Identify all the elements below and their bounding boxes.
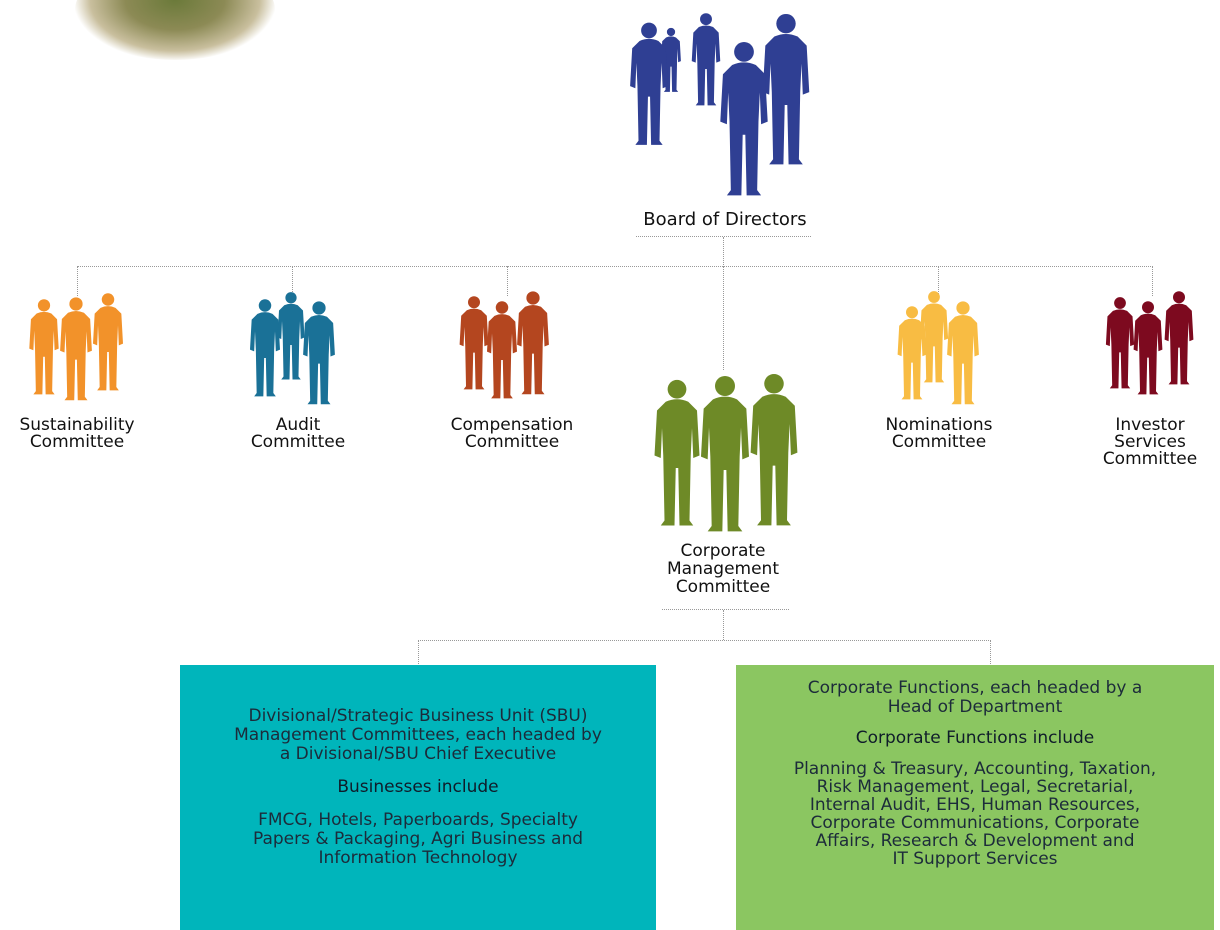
sbu-intro: Divisional/Strategic Business Unit (SBU)… — [234, 706, 602, 764]
investor-people-icon — [1105, 291, 1194, 395]
compensation-people-icon — [459, 291, 549, 399]
cmc-stem — [723, 610, 724, 640]
board-label: Board of Directors — [643, 209, 807, 230]
sustainability-people-icon — [29, 293, 123, 401]
board-stem — [723, 237, 724, 267]
drop-audit — [292, 266, 293, 296]
nominations-people-icon — [897, 291, 979, 405]
audit-people-icon — [250, 292, 335, 405]
drop-nominations — [938, 266, 939, 296]
drop-sustainability — [77, 266, 78, 296]
drop-investor — [1152, 266, 1153, 296]
functions-box: Corporate Functions, each headed by a He… — [736, 665, 1214, 930]
cmc-underline — [662, 609, 789, 610]
nominations-committee-label: Nominations Committee — [885, 415, 993, 452]
cmc-people-icon — [654, 373, 798, 532]
committee-bus-line — [77, 266, 1153, 267]
board-underline — [636, 236, 811, 237]
functions-body: Planning & Treasury, Accounting, Taxatio… — [793, 759, 1157, 869]
sustainability-committee-label: Sustainability Committee — [19, 415, 135, 452]
functions-intro: Corporate Functions, each headed by a He… — [807, 678, 1143, 717]
sbu-box: Divisional/Strategic Business Unit (SBU)… — [180, 665, 656, 930]
cmc-label: Corporate Management Committee — [667, 541, 779, 597]
drop-sbu-box — [418, 640, 419, 664]
compensation-committee-label: Compensation Committee — [450, 415, 574, 452]
functions-heading: Corporate Functions include — [855, 728, 1095, 748]
logo-image — [75, 0, 275, 60]
drop-cmc — [723, 266, 724, 370]
bottom-bus-line — [418, 640, 991, 641]
audit-committee-label: Audit Committee — [250, 415, 346, 452]
drop-functions-box — [990, 640, 991, 664]
drop-compensation — [507, 266, 508, 296]
sbu-body: FMCG, Hotels, Paperboards, Specialty Pap… — [252, 810, 584, 868]
investor-services-committee-label: Investor Services Committee — [1102, 415, 1198, 469]
sbu-heading: Businesses include — [337, 777, 499, 797]
board-people-icon — [630, 13, 810, 196]
